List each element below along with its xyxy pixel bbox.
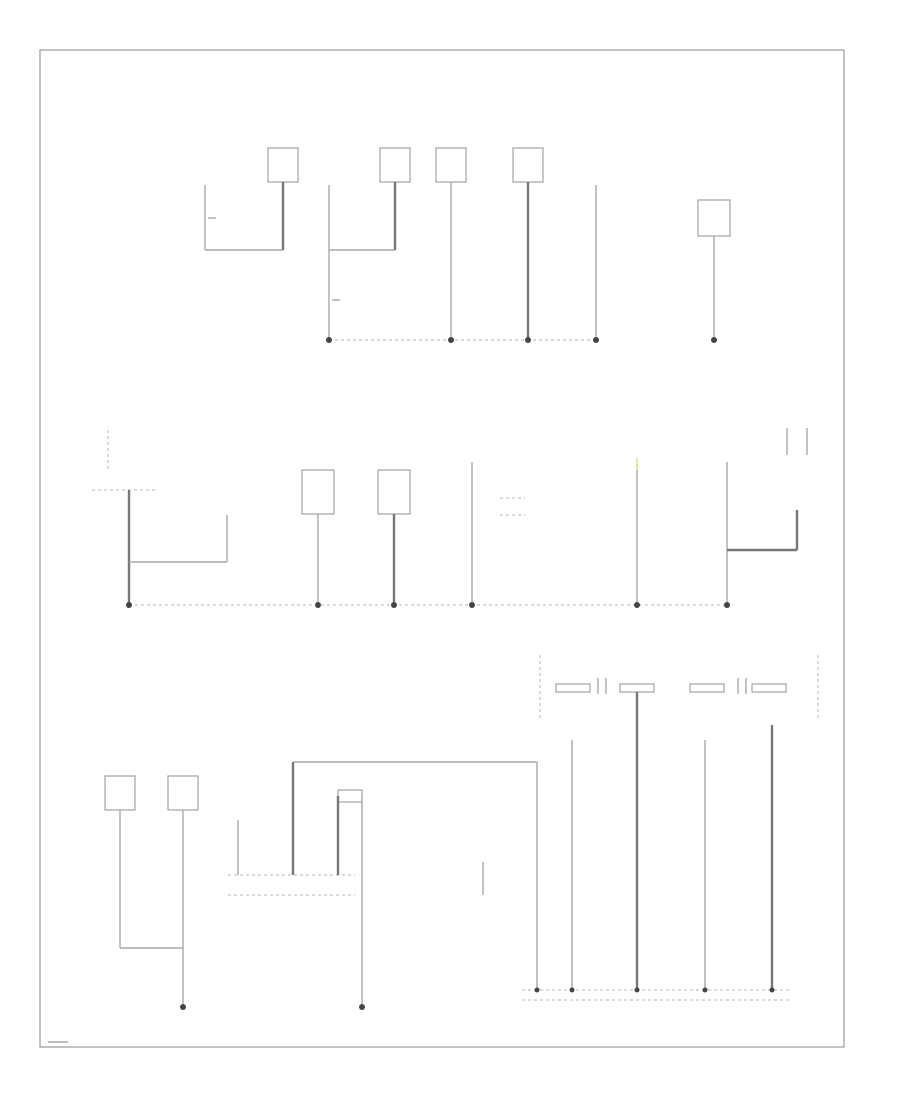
ground-point xyxy=(534,987,540,993)
bottom-component-1 xyxy=(104,775,183,949)
top-component-8 xyxy=(697,199,731,343)
top-component-5 xyxy=(435,147,467,340)
ground-point xyxy=(634,987,640,993)
top-component-6 xyxy=(512,147,544,340)
ground-point xyxy=(180,1004,186,1010)
middle-component-6 xyxy=(726,462,799,605)
top-section: · xyxy=(190,147,731,343)
middle-ground-bus xyxy=(126,602,730,608)
ground-point xyxy=(525,337,531,343)
battery-ground-bus xyxy=(522,987,790,1001)
diagram-frame xyxy=(39,49,845,1048)
ground-point xyxy=(702,987,708,993)
middle-component-2 xyxy=(301,469,335,605)
ground-point xyxy=(769,987,775,993)
middle-component-7 xyxy=(786,428,808,455)
bottom-component-2 xyxy=(167,775,199,1010)
bottom-component-3 xyxy=(228,761,537,896)
ground-point xyxy=(711,337,717,343)
battery-wires xyxy=(536,692,774,990)
ground-point xyxy=(359,1004,365,1010)
top-text-marks: · xyxy=(190,204,191,209)
ground-point xyxy=(448,337,454,343)
middle-component-1 xyxy=(92,430,228,605)
ground-point xyxy=(315,602,321,608)
ground-point xyxy=(126,602,132,608)
ground-point xyxy=(569,987,575,993)
top-component-4 xyxy=(379,147,411,250)
top-component-1 xyxy=(204,185,283,251)
top-component-2 xyxy=(267,147,299,250)
bottom-section xyxy=(104,655,819,1010)
ground-point xyxy=(634,602,640,608)
top-component-3 xyxy=(328,185,395,340)
bottom-component-4 xyxy=(336,789,365,1010)
top-ground-bus-1 xyxy=(326,337,599,343)
ground-point xyxy=(326,337,332,343)
middle-component-4 xyxy=(471,462,525,605)
middle-section xyxy=(92,428,808,608)
svg-text:·: · xyxy=(190,204,191,209)
middle-component-3 xyxy=(377,469,411,605)
battery-module-outline xyxy=(539,655,819,720)
ground-point xyxy=(469,602,475,608)
ground-point xyxy=(593,337,599,343)
ground-point xyxy=(391,602,397,608)
ground-point xyxy=(724,602,730,608)
